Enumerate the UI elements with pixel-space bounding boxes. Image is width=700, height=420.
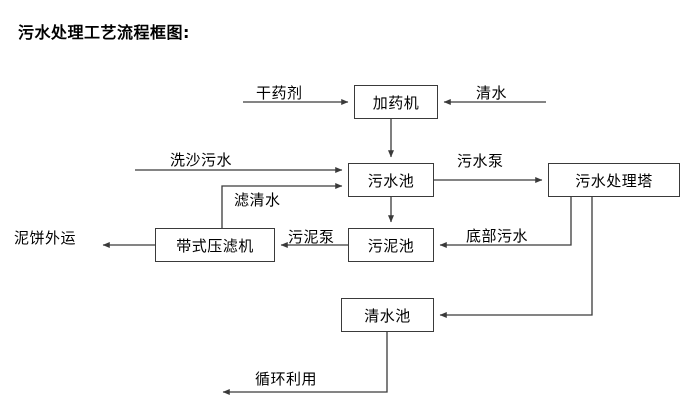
edge-label-sludge-pump: 污泥泵 <box>288 228 335 246</box>
edge-label-filtrate-water: 滤清水 <box>234 191 281 209</box>
edge-label-bottom-sewage: 底部污水 <box>466 227 529 245</box>
node-label: 清水池 <box>364 306 411 325</box>
edge-label-sand-washing-sewage: 洗沙污水 <box>170 151 233 169</box>
edge-label-dry-agent: 干药剂 <box>256 84 303 102</box>
terminal-label-mud-cake-transport: 泥饼外运 <box>14 229 77 247</box>
node-label: 加药机 <box>372 93 420 112</box>
node-label: 污水池 <box>367 171 415 190</box>
node-belt-filter-press[interactable]: 带式压滤机 <box>155 228 275 262</box>
node-sludge-pool[interactable]: 污泥池 <box>348 228 434 262</box>
edge-filtrate-to-sewage-pool <box>221 182 343 228</box>
node-clean-water-pool[interactable]: 清水池 <box>341 298 434 332</box>
edge-tower-to-sludge-pool <box>439 197 572 249</box>
node-dosing-machine[interactable]: 加药机 <box>354 85 438 119</box>
node-label: 带式压滤机 <box>176 236 254 255</box>
page-title: 污水处理工艺流程框图: <box>18 23 190 42</box>
node-label: 污水处理塔 <box>575 171 653 190</box>
edge-label-recycle-reuse: 循环利用 <box>255 370 318 388</box>
node-sewage-pool[interactable]: 污水池 <box>348 163 434 197</box>
node-treatment-tower[interactable]: 污水处理塔 <box>548 163 680 197</box>
edge-clean-pool-to-recycle <box>222 332 388 396</box>
edge-tower-to-clean-pool <box>439 197 593 319</box>
node-label: 污泥池 <box>367 236 415 255</box>
edge-label-clean-water: 清水 <box>476 84 508 102</box>
edge-label-sewage-pump: 污水泵 <box>457 152 504 170</box>
